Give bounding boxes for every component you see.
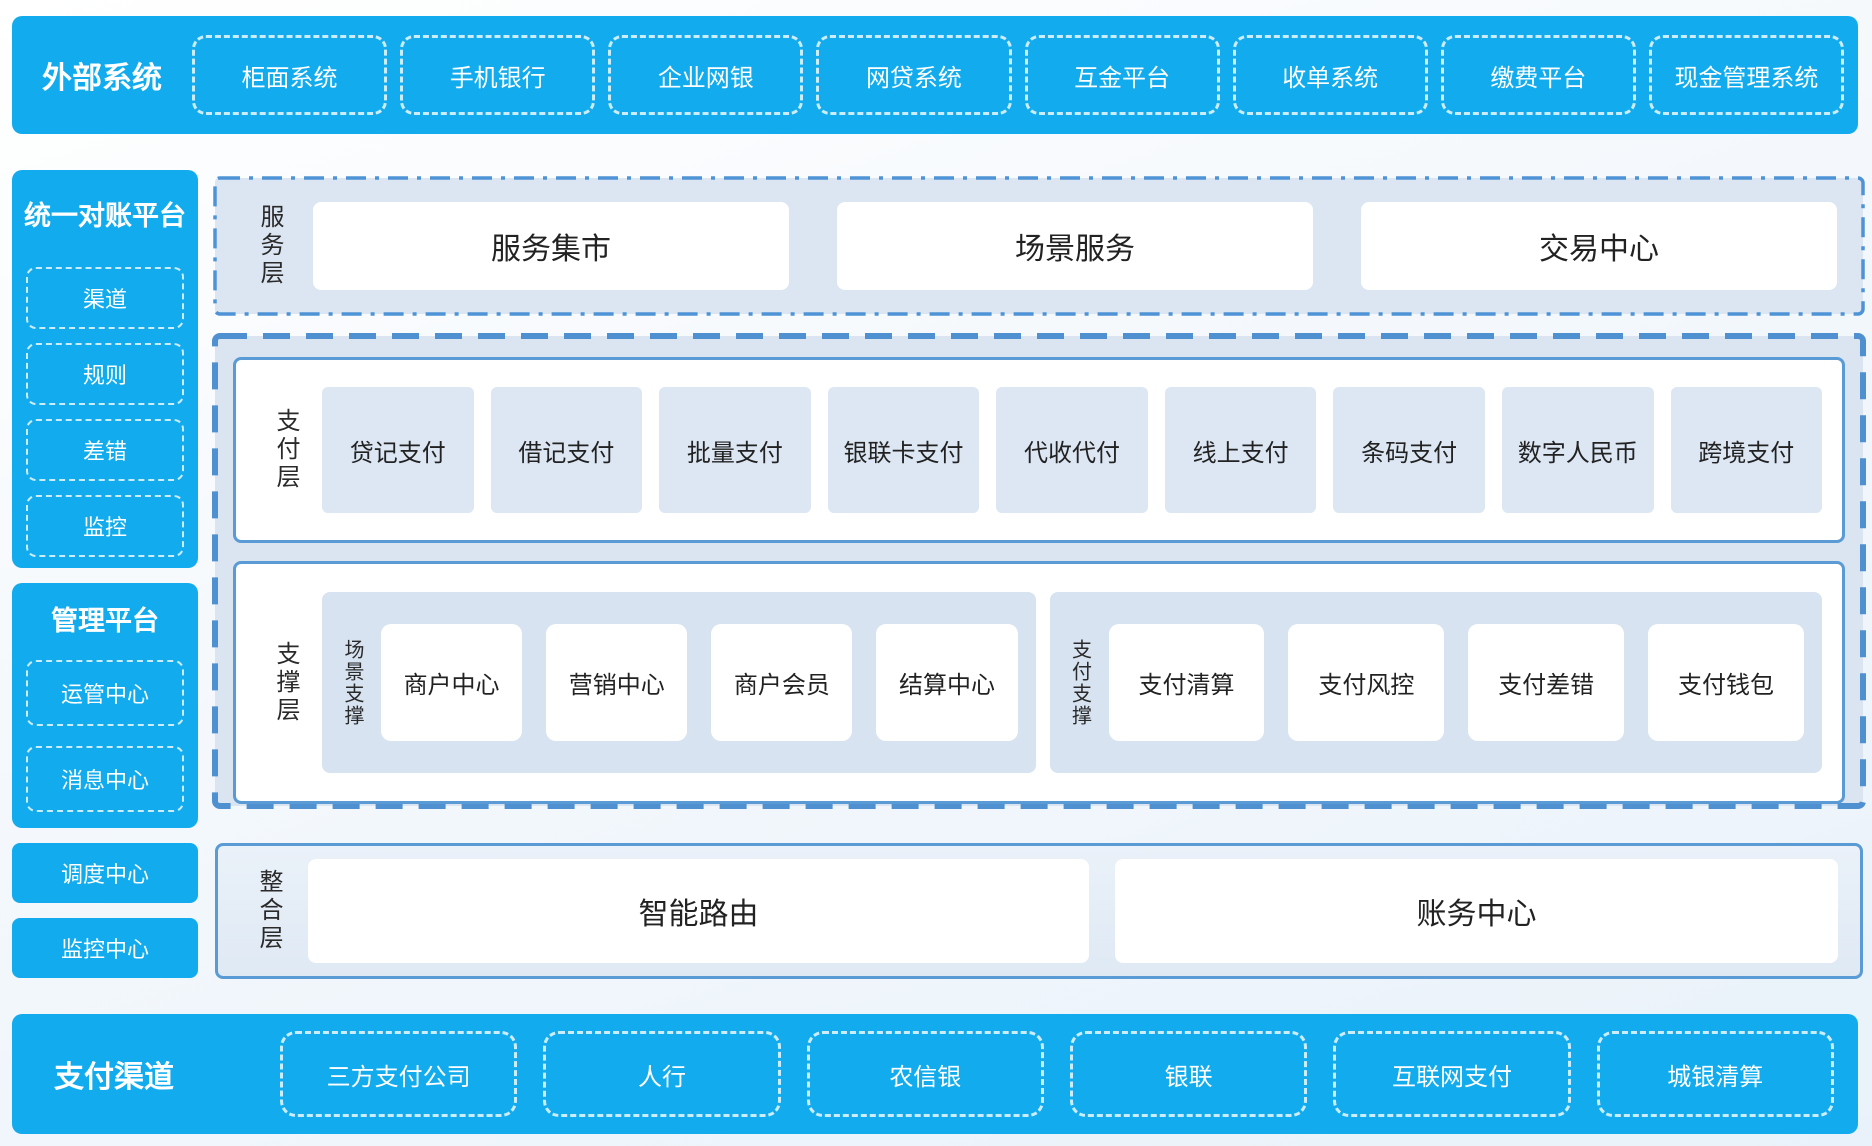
node-discrepancy: 差错	[26, 419, 184, 481]
management-platform-panel: 管理平台 运管中心 消息中心	[12, 583, 198, 828]
node-corporate-ebank: 企业网银	[608, 35, 804, 115]
payment-layer-items: 贷记支付 借记支付 批量支付 银联卡支付 代收代付 线上支付 条码支付 数字人民…	[322, 387, 1823, 513]
node-digital-rmb: 数字人民币	[1501, 387, 1654, 513]
payment-channels-items: 三方支付公司 人行 农信银 银联 互联网支付 城银清算	[280, 1031, 1834, 1117]
node-rules: 规则	[26, 343, 184, 405]
node-monitoring-center: 监控中心	[12, 918, 198, 978]
support-layer-box: 支撑层 场景支撑 商户中心 营销中心 商户会员 结算中心 支付支撑 支付清算 支…	[233, 561, 1845, 804]
node-transaction-center: 交易中心	[1361, 202, 1837, 290]
reconciliation-platform-panel: 统一对账平台 渠道 规则 差错 监控	[12, 170, 198, 568]
node-merchant-center: 商户中心	[381, 624, 523, 741]
reconciliation-platform-title: 统一对账平台	[24, 201, 186, 231]
node-unionpay-card-payment: 银联卡支付	[827, 387, 980, 513]
node-payment-discrepancy: 支付差错	[1468, 624, 1625, 741]
support-layer-groups: 场景支撑 商户中心 营销中心 商户会员 结算中心 支付支撑 支付清算 支付风控 …	[322, 592, 1822, 773]
node-message-center: 消息中心	[26, 746, 184, 812]
node-pboc: 人行	[543, 1031, 781, 1117]
payment-support-group: 支付支撑 支付清算 支付风控 支付差错 支付钱包	[1049, 592, 1822, 773]
service-layer-label: 服务层	[256, 204, 283, 288]
node-payment-wallet: 支付钱包	[1648, 624, 1804, 741]
node-scenario-service: 场景服务	[837, 202, 1313, 290]
node-channel: 渠道	[26, 267, 184, 329]
node-marketing-center: 营销中心	[546, 624, 688, 741]
node-scheduling-center: 调度中心	[12, 843, 198, 903]
node-service-market: 服务集市	[313, 202, 789, 290]
node-payment-clearing: 支付清算	[1108, 624, 1265, 741]
core-layers-section: 支付层 贷记支付 借记支付 批量支付 银联卡支付 代收代付 线上支付 条码支付 …	[212, 333, 1866, 809]
support-layer-label: 支撑层	[272, 640, 299, 725]
service-layer-items: 服务集市 场景服务 交易中心	[313, 202, 1837, 290]
payment-layer-label: 支付层	[272, 408, 299, 492]
node-barcode-payment: 条码支付	[1333, 387, 1485, 513]
scenario-support-group: 场景支撑 商户中心 营销中心 商户会员 结算中心	[322, 592, 1036, 773]
node-operation-center: 运管中心	[26, 660, 184, 726]
node-rural-credit-bank: 农信银	[806, 1031, 1044, 1117]
node-debit-payment: 借记支付	[490, 387, 643, 513]
node-cross-border-payment: 跨境支付	[1670, 387, 1823, 513]
external-systems-bar: 外部系统 柜面系统 手机银行 企业网银 网贷系统 互金平台 收单系统 缴费平台 …	[12, 16, 1858, 134]
node-collection-payment: 代收代付	[996, 387, 1148, 513]
node-online-payment: 线上支付	[1164, 387, 1317, 513]
external-systems-title: 外部系统	[42, 62, 162, 95]
node-accounting-center: 账务中心	[1114, 859, 1838, 963]
node-monitoring: 监控	[26, 495, 184, 557]
payment-support-label: 支付支撑	[1068, 638, 1091, 727]
node-cash-management-system: 现金管理系统	[1648, 35, 1844, 115]
external-systems-items: 柜面系统 手机银行 企业网银 网贷系统 互金平台 收单系统 缴费平台 现金管理系…	[192, 35, 1844, 115]
node-batch-payment: 批量支付	[659, 387, 811, 513]
payment-support-items: 支付清算 支付风控 支付差错 支付钱包	[1108, 624, 1804, 741]
node-mobile-banking: 手机银行	[400, 35, 596, 115]
management-platform-title: 管理平台	[51, 606, 159, 636]
node-fee-payment-platform: 缴费平台	[1440, 35, 1636, 115]
node-acquiring-system: 收单系统	[1232, 35, 1428, 115]
node-payment-risk-control: 支付风控	[1288, 624, 1445, 741]
node-smart-routing: 智能路由	[308, 859, 1089, 963]
node-online-loan-system: 网贷系统	[816, 35, 1012, 115]
node-city-bank-clearing: 城银清算	[1596, 1031, 1834, 1117]
node-credit-payment: 贷记支付	[322, 387, 474, 513]
integration-layer-items: 智能路由 账务中心	[308, 859, 1838, 963]
integration-layer-section: 整合层 智能路由 账务中心	[215, 843, 1863, 979]
node-counter-system: 柜面系统	[192, 35, 388, 115]
payment-channels-bar: 支付渠道 三方支付公司 人行 农信银 银联 互联网支付 城银清算	[12, 1014, 1858, 1134]
node-internet-payment: 互联网支付	[1333, 1031, 1571, 1117]
service-layer-section: 服务层 服务集市 场景服务 交易中心	[213, 176, 1865, 316]
scenario-support-items: 商户中心 营销中心 商户会员 结算中心	[381, 624, 1018, 741]
payment-channels-title: 支付渠道	[54, 1061, 174, 1094]
node-internet-finance-platform: 互金平台	[1024, 35, 1220, 115]
integration-layer-label: 整合层	[255, 869, 282, 953]
node-settlement-center: 结算中心	[876, 624, 1018, 741]
node-third-party-payment-company: 三方支付公司	[280, 1031, 518, 1117]
payment-layer-box: 支付层 贷记支付 借记支付 批量支付 银联卡支付 代收代付 线上支付 条码支付 …	[233, 357, 1845, 543]
node-merchant-member: 商户会员	[711, 624, 853, 741]
node-unionpay: 银联	[1069, 1031, 1308, 1117]
scenario-support-label: 场景支撑	[341, 638, 363, 727]
